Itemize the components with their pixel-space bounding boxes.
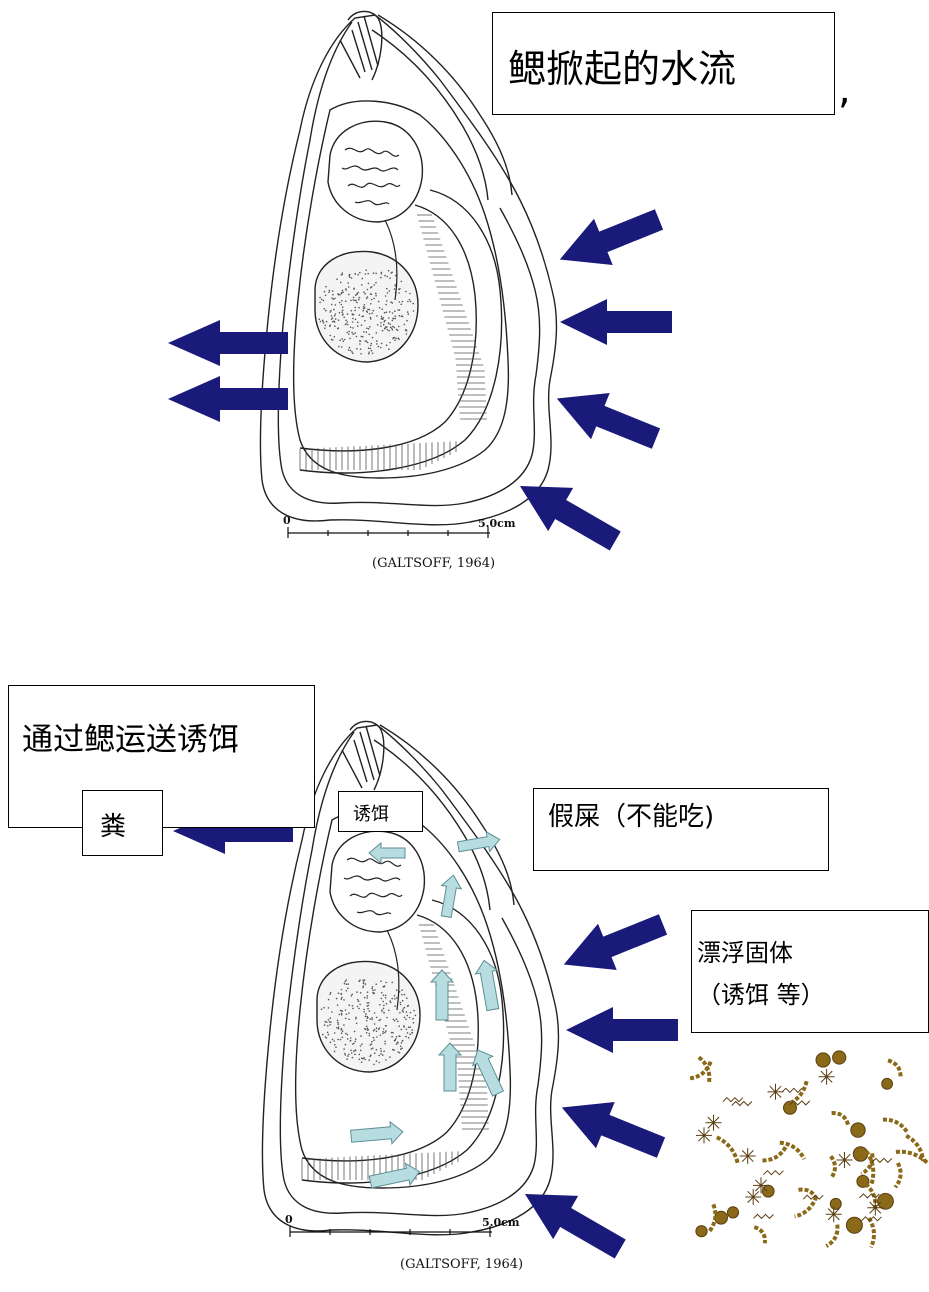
plankton-star bbox=[696, 1127, 712, 1143]
plankton-cell bbox=[762, 1185, 774, 1197]
plankton-cell bbox=[851, 1123, 865, 1137]
plankton-chain bbox=[795, 1197, 819, 1220]
floating-solids-label-line1: 漂浮固体 bbox=[697, 933, 793, 968]
plankton-star bbox=[706, 1115, 722, 1131]
plankton-zigzag bbox=[732, 1102, 752, 1106]
plankton-zigzag bbox=[754, 1214, 774, 1218]
bait-label: 诱饵 bbox=[353, 800, 389, 826]
water-arrow-in-b1 bbox=[554, 901, 672, 987]
plankton-star bbox=[837, 1152, 853, 1168]
plankton-cell bbox=[727, 1207, 738, 1218]
plankton-chain bbox=[754, 1225, 768, 1243]
plankton-cell bbox=[878, 1193, 894, 1209]
transport-arrow-4 bbox=[431, 970, 453, 1020]
plankton-chain bbox=[883, 1116, 909, 1133]
plankton-zigzag bbox=[782, 1088, 802, 1092]
plankton-chain bbox=[699, 1056, 713, 1083]
plankton-zigzag bbox=[803, 1195, 823, 1199]
plankton-zigzag bbox=[723, 1098, 743, 1102]
transport-arrow-3 bbox=[436, 874, 463, 919]
transport-arrow-5 bbox=[473, 958, 503, 1011]
plankton-chain bbox=[709, 1204, 717, 1232]
plankton-chain bbox=[831, 1156, 835, 1178]
plankton-star bbox=[819, 1069, 835, 1085]
plankton-particles bbox=[690, 1051, 929, 1248]
plankton-chain bbox=[888, 1058, 904, 1077]
plankton-zigzag bbox=[763, 1171, 783, 1175]
plankton-cell bbox=[784, 1101, 797, 1114]
water-arrow-in-b2 bbox=[566, 1007, 678, 1053]
scale-start-label-2: 0 bbox=[285, 1213, 293, 1226]
plankton-star bbox=[753, 1177, 769, 1193]
plankton-cell bbox=[696, 1226, 707, 1237]
feces-label: 粪 bbox=[100, 806, 126, 843]
scale-end-label-2: 5.0cm bbox=[482, 1216, 520, 1229]
floating-solids-label-line2: （诱饵 等） bbox=[697, 975, 825, 1010]
citation-2: (GALTSOFF, 1964) bbox=[400, 1257, 523, 1272]
transport-arrow-1 bbox=[369, 843, 405, 863]
water-arrow-in-b4 bbox=[512, 1172, 632, 1270]
plankton-zigzag bbox=[872, 1158, 892, 1162]
plankton-chain bbox=[826, 1225, 841, 1248]
transport-arrow-8 bbox=[350, 1121, 404, 1147]
water-arrow-in-b3 bbox=[552, 1084, 670, 1170]
plankton-chain bbox=[895, 1163, 902, 1188]
plankton-chain bbox=[762, 1147, 788, 1164]
plankton-chain bbox=[717, 1135, 741, 1163]
transport-arrow-6 bbox=[439, 1043, 461, 1091]
plankton-chain bbox=[832, 1110, 851, 1125]
plankton-cell bbox=[833, 1051, 846, 1064]
plankton-cell bbox=[846, 1217, 862, 1233]
plankton-star bbox=[745, 1189, 761, 1205]
plankton-chain bbox=[869, 1218, 875, 1248]
scale-bar-2 bbox=[290, 1226, 492, 1237]
pseudofeces-label: 假屎（不能吃) bbox=[548, 796, 714, 833]
plankton-star bbox=[740, 1148, 756, 1164]
plankton-zigzag bbox=[859, 1194, 879, 1198]
plankton-cell bbox=[853, 1147, 867, 1161]
plankton-star bbox=[826, 1206, 842, 1222]
plankton-star bbox=[768, 1084, 784, 1100]
plankton-cell bbox=[830, 1198, 841, 1209]
plankton-cell bbox=[882, 1078, 893, 1089]
panel-title: 通过鳃运送诱饵 bbox=[22, 714, 239, 759]
floating-solids-label-box bbox=[691, 910, 929, 1033]
plankton-chain bbox=[799, 1186, 819, 1199]
plankton-cell bbox=[816, 1053, 830, 1067]
plankton-star bbox=[867, 1200, 883, 1216]
